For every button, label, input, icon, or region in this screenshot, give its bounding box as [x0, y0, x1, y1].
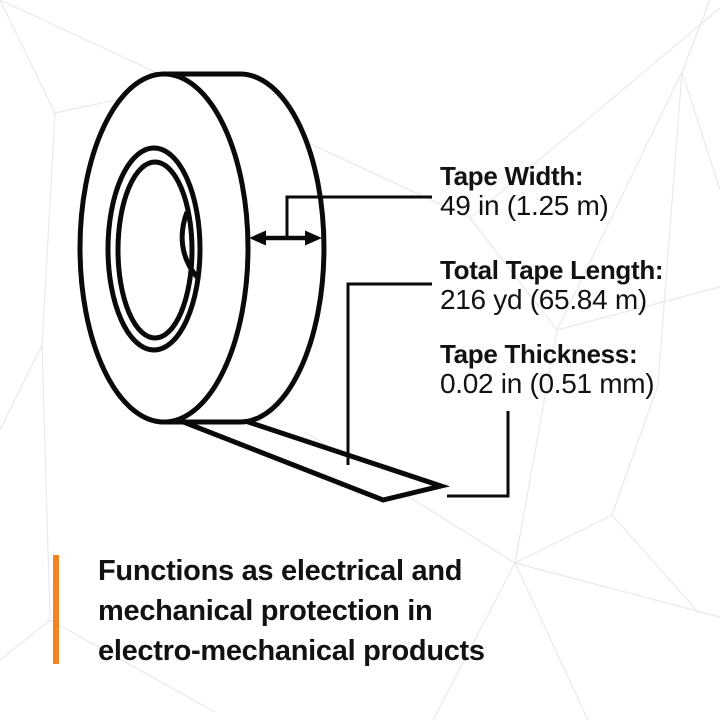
callout-total-tape-length: Total Tape Length: 216 yd (65.84 m) — [440, 255, 664, 315]
callout-value: 0.02 in (0.51 mm) — [440, 368, 655, 399]
length-leader-line — [346, 282, 432, 465]
product-description: Functions as electrical and mechanical p… — [98, 551, 485, 671]
description-line: electro-mechanical products — [98, 635, 485, 667]
callout-value: 216 yd (65.84 m) — [440, 284, 647, 315]
description-line: mechanical protection in — [98, 595, 433, 627]
description-line: Functions as electrical and — [98, 555, 463, 587]
callout-label: Total Tape Length: — [440, 255, 664, 285]
callout-label: Tape Width: — [440, 161, 584, 191]
callout-tape-width: Tape Width: 49 in (1.25 m) — [440, 161, 609, 221]
callout-leaders — [249, 195, 510, 498]
thickness-leader-line — [447, 411, 510, 498]
width-leader-line — [285, 195, 432, 236]
accent-bar — [53, 555, 59, 664]
tape-core-inner-ring — [115, 159, 195, 341]
tape-core-wall-arc — [179, 211, 199, 279]
width-arrow-icon — [249, 230, 322, 246]
tape-roll-illustration — [77, 71, 451, 503]
tape-core-hole — [105, 145, 203, 353]
callout-label: Tape Thickness: — [440, 339, 638, 369]
callout-tape-thickness: Tape Thickness: 0.02 in (0.51 mm) — [440, 339, 655, 399]
callout-value: 49 in (1.25 m) — [440, 190, 609, 221]
